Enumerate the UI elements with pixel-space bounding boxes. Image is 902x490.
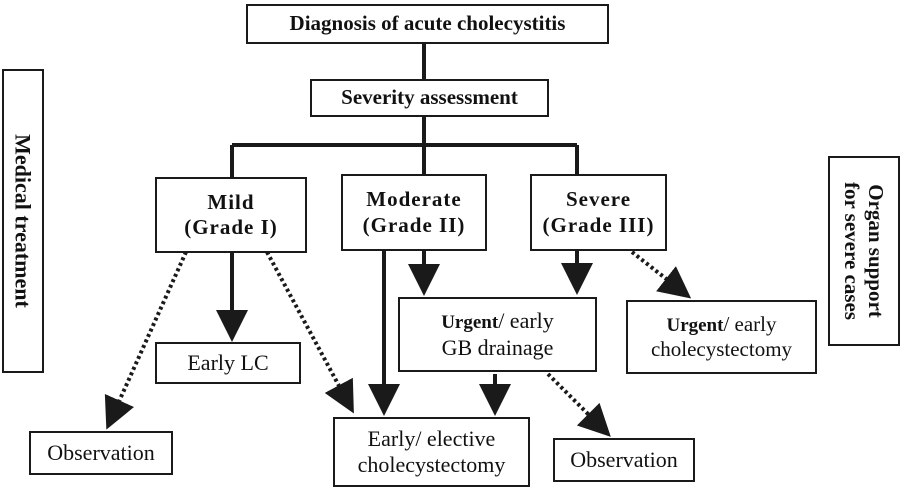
urgent-cholecystectomy-node: Urgent/ early cholecystectomy bbox=[626, 300, 817, 374]
observation-left-node: Observation bbox=[29, 431, 173, 475]
observation-right-node: Observation bbox=[553, 438, 695, 482]
urgent-chole-early: / early bbox=[723, 311, 777, 336]
urgent-chole-line1: Urgent/ early bbox=[666, 312, 776, 338]
observation-left-label: Observation bbox=[47, 439, 155, 465]
organ-support-label: Organ support for severe cases bbox=[840, 182, 888, 320]
early-lc-label: Early LC bbox=[187, 349, 269, 375]
dotted-arrow-severe-urgent-chole bbox=[630, 250, 692, 299]
severe-line1: Severe bbox=[565, 187, 632, 212]
severity-node: Severity assessment bbox=[310, 79, 549, 117]
diagnosis-label: Diagnosis of acute cholecystitis bbox=[289, 11, 566, 36]
urgent-gb-drainage-node: Urgent/ early GB drainage bbox=[398, 297, 597, 372]
diagnosis-node: Diagnosis of acute cholecystitis bbox=[246, 4, 609, 44]
moderate-line2: (Grade II) bbox=[362, 212, 466, 237]
urgent-gb-early: / early bbox=[498, 307, 554, 333]
moderate-node: Moderate (Grade II) bbox=[341, 174, 487, 251]
early-elective-line2: cholecystectomy bbox=[357, 452, 506, 477]
mild-line1: Mild bbox=[207, 189, 255, 214]
urgent-chole-urgent: Urgent bbox=[666, 314, 724, 336]
organ-support-line2: for severe cases bbox=[840, 182, 864, 320]
severe-node: Severe (Grade III) bbox=[530, 174, 667, 251]
early-elective-node: Early/ elective cholecystectomy bbox=[333, 417, 530, 487]
moderate-line1: Moderate bbox=[366, 187, 462, 212]
organ-support-panel: Organ support for severe cases bbox=[828, 156, 900, 346]
observation-right-label: Observation bbox=[570, 446, 678, 472]
severe-line2: (Grade III) bbox=[542, 212, 655, 237]
urgent-gb-line1: Urgent/ early bbox=[441, 308, 554, 335]
urgent-chole-line2: cholecystectomy bbox=[650, 337, 793, 362]
medical-treatment-panel: Medical treatment bbox=[2, 69, 44, 373]
dotted-arrow-gb-observation bbox=[546, 372, 611, 437]
dotted-arrow-mild-observation bbox=[104, 251, 188, 430]
mild-node: Mild (Grade I) bbox=[155, 177, 307, 253]
urgent-gb-line2: GB drainage bbox=[441, 334, 554, 360]
early-elective-line1: Early/ elective bbox=[367, 425, 496, 451]
organ-support-line1: Organ support bbox=[864, 184, 889, 318]
mild-line2: (Grade I) bbox=[184, 215, 278, 239]
severity-label: Severity assessment bbox=[341, 85, 518, 110]
early-lc-node: Early LC bbox=[155, 342, 301, 384]
urgent-gb-urgent: Urgent bbox=[441, 311, 499, 333]
dotted-arrow-mild-elective bbox=[265, 251, 354, 414]
medical-treatment-label: Medical treatment bbox=[10, 134, 36, 308]
